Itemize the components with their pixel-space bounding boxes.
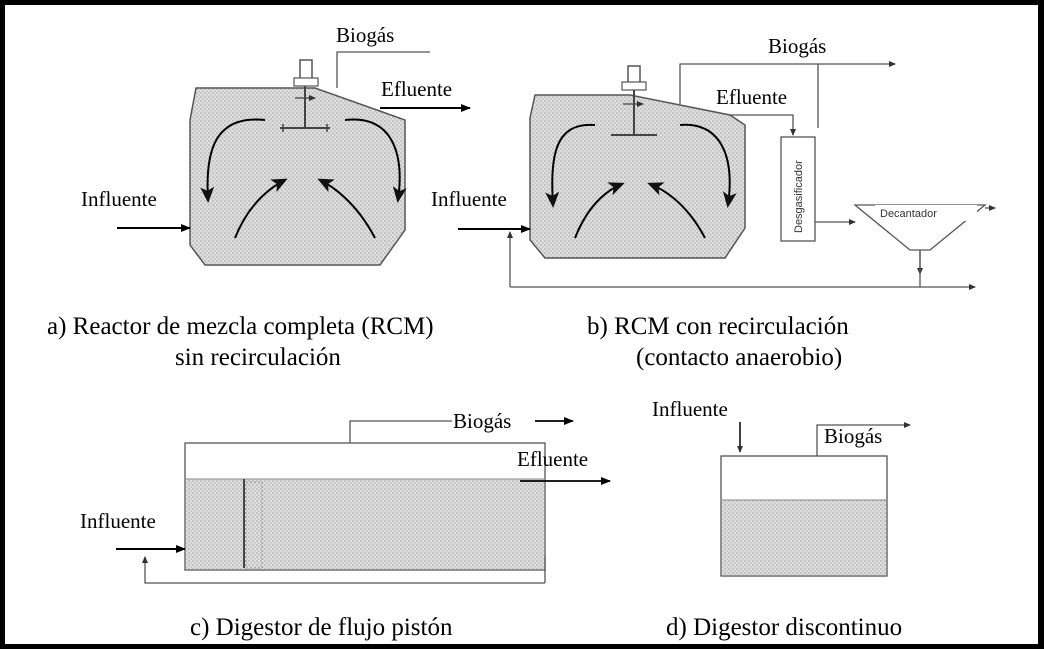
caption-a-line2: sin recirculación <box>175 344 341 371</box>
efluente-label-b: Efluente <box>716 85 787 109</box>
caption-d: d) Digestor discontinuo <box>666 614 902 641</box>
circulation-arrow <box>679 123 737 208</box>
biogas-line-b <box>679 61 896 104</box>
batch-liquid <box>722 500 886 575</box>
plug-flow-liquid <box>186 479 544 569</box>
diagram-a: Biogás Efluente Influente a) Reactor de … <box>47 23 471 371</box>
biogas-line-d <box>816 422 911 456</box>
circulation-arrow <box>545 123 596 208</box>
circulation-arrow <box>574 182 625 239</box>
caption-b-line2: (contacto anaerobio) <box>636 344 842 371</box>
biogas-label-a: Biogás <box>336 23 394 47</box>
diagram-c: Biogás Efluente Influente c) Digestor de… <box>80 409 611 641</box>
influente-label-b: Influente <box>431 187 507 211</box>
diagram-b: Biogás Efluente Desgasificador Decantado… <box>431 34 996 371</box>
caption-a-line1: a) Reactor de mezcla completa (RCM) <box>47 313 434 340</box>
reactor-a-tank <box>189 87 406 266</box>
diagram-d: Influente Biogás d) Digestor discontinuo <box>652 397 911 641</box>
biogas-line-c <box>349 420 452 443</box>
decanter-label: Decantador <box>880 208 937 220</box>
efluente-label-c: Efluente <box>517 447 588 471</box>
circulation-arrow <box>200 118 266 203</box>
degasifier-box <box>780 136 816 242</box>
circulation-arrow <box>344 118 407 203</box>
recirculation-line-c <box>142 556 545 584</box>
influente-label-d: Influente <box>652 397 728 421</box>
caption-b-line1: b) RCM con recirculación <box>587 313 849 340</box>
biogas-label-d: Biogás <box>824 424 882 448</box>
circulation-arrow <box>647 182 706 239</box>
influente-label-a: Influente <box>81 187 157 211</box>
reactor-b-tank <box>529 94 746 259</box>
efluente-label-a: Efluente <box>381 77 452 101</box>
biogas-label-b: Biogás <box>768 34 826 58</box>
efluente-line-b <box>730 114 796 136</box>
biogas-line-a <box>336 51 430 88</box>
degasifier-label: Desgasificador <box>793 160 805 233</box>
biogas-label-c: Biogás <box>453 409 511 433</box>
influente-label-c: Influente <box>80 509 156 533</box>
caption-c: c) Digestor de flujo pistón <box>190 614 453 641</box>
circulation-arrow <box>317 178 376 239</box>
circulation-arrow <box>234 178 288 239</box>
